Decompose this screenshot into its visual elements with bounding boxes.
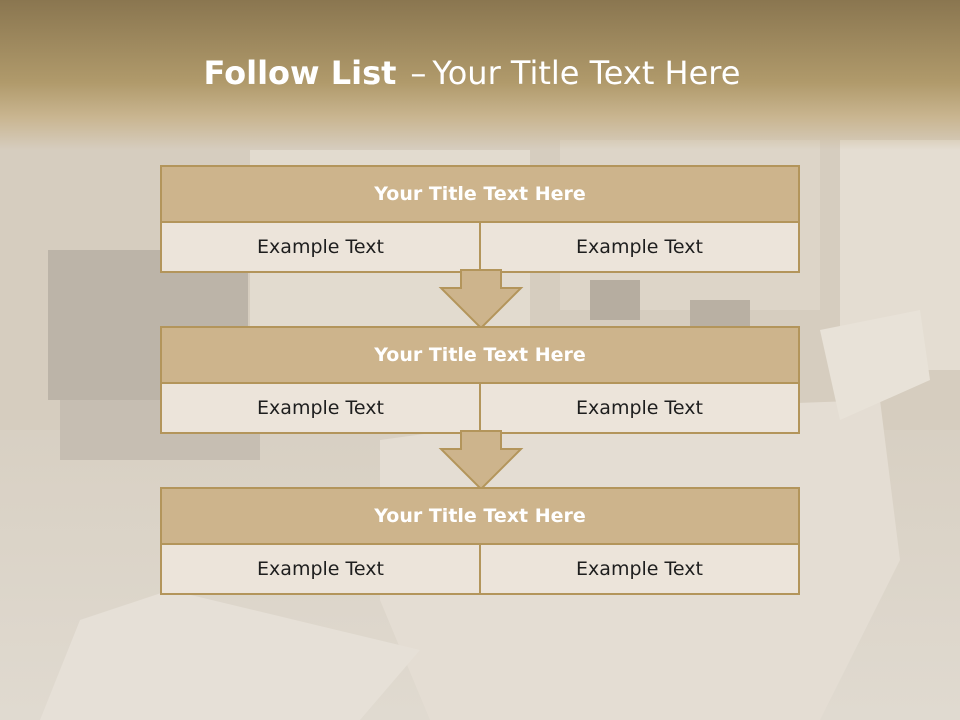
down-arrow-icon: [438, 269, 524, 330]
step-box-3: Your Title Text Here Example Text Exampl…: [160, 487, 800, 595]
step-box-2: Your Title Text Here Example Text Exampl…: [160, 326, 800, 434]
header-band: [0, 0, 960, 150]
step-right-text: Example Text: [479, 545, 798, 593]
slide-title: Follow List–Your Title Text Here: [0, 54, 944, 92]
step-heading: Your Title Text Here: [162, 489, 798, 545]
step-left-text: Example Text: [257, 397, 384, 419]
title-separator: –: [410, 54, 427, 92]
step-left-text: Example Text: [257, 236, 384, 258]
step-row: Example Text Example Text: [162, 223, 798, 271]
title-bold: Follow List: [203, 54, 397, 92]
title-rest: Your Title Text Here: [432, 54, 741, 92]
step-row: Example Text Example Text: [162, 384, 798, 432]
step-left-text: Example Text: [257, 558, 384, 580]
step-heading: Your Title Text Here: [162, 328, 798, 384]
step-right-text: Example Text: [479, 384, 798, 432]
down-arrow-icon: [438, 430, 524, 491]
step-right-text: Example Text: [479, 223, 798, 271]
step-heading: Your Title Text Here: [162, 167, 798, 223]
step-row: Example Text Example Text: [162, 545, 798, 593]
step-box-1: Your Title Text Here Example Text Exampl…: [160, 165, 800, 273]
